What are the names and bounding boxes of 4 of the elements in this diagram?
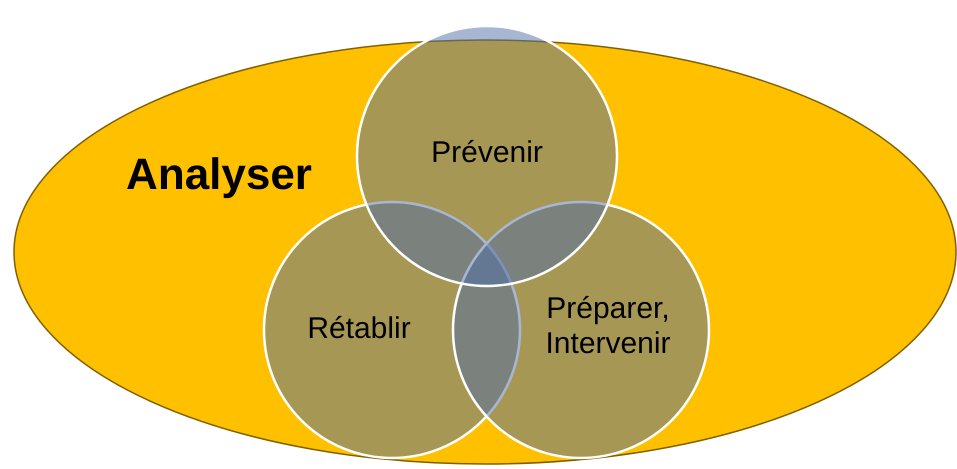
circle-label: Rétablir (306, 312, 412, 346)
circle-label: Préparer, Intervenir (544, 292, 672, 361)
heading-label: Analyser (125, 150, 313, 201)
circle-label: Prévenir (430, 136, 544, 170)
